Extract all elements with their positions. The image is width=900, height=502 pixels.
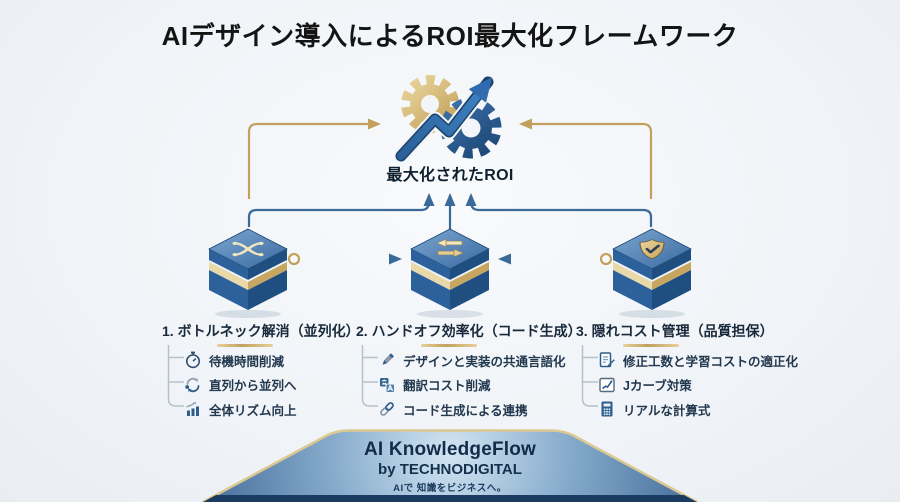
pillar-items: 待機時間削減 直列から並列へ 全体リズム向上 [162, 348, 360, 422]
swap-arrows-icon [436, 238, 464, 258]
page-title: AIデザイン導入によるROI最大化フレームワーク [161, 21, 739, 51]
pillar-bottleneck: 1. ボトルネック解消（並列化） 待機時間削減 直列から並列へ 全体リズム向上 [162, 322, 360, 422]
growth-arrow [393, 74, 496, 164]
list-item: 修正工数と学習コストの適正化 [598, 348, 798, 373]
pillar-header: 2. ハンドオフ効率化（コード生成） [356, 323, 582, 339]
list-item: デザインと実装の共通言語化 [378, 348, 582, 373]
pillar-header: 1. ボトルネック解消（並列化） [162, 323, 360, 339]
blue-arrow-left [247, 193, 435, 227]
cube-handoff [410, 228, 490, 318]
pillar-hidden-cost: 3. 隠れコスト管理（品質担保） 修正工数と学習コストの適正化 Jカーブ対策 リ… [576, 322, 798, 422]
shield-check-icon [639, 239, 665, 260]
list-item: コード生成による連携 [378, 397, 582, 422]
cube-shadow [215, 310, 281, 318]
list-item: リアルな計算式 [598, 397, 798, 422]
cube-shadow [417, 310, 483, 318]
document-edit-icon [598, 351, 616, 369]
item-label: 全体リズム向上 [209, 403, 297, 418]
item-label: 修正工数と学習コストの適正化 [623, 354, 799, 369]
footer-banner [202, 429, 698, 502]
stopwatch-icon [184, 351, 202, 369]
link-icon [378, 400, 396, 418]
gold-underline [421, 344, 477, 347]
brand-tagline: AIで 知識をビジネスへ。 [393, 483, 507, 494]
pencil-icon [378, 351, 396, 369]
item-label: 直列から並列へ [209, 379, 297, 394]
pillar-items: 修正工数と学習コストの適正化 Jカーブ対策 リアルな計算式 [576, 348, 798, 422]
item-label: コード生成による連携 [403, 403, 528, 418]
list-item: Jカーブ対策 [598, 373, 798, 398]
bar-chart-up-icon [184, 400, 202, 418]
gold-underline [623, 344, 679, 347]
pillar-header: 3. 隠れコスト管理（品質担保） [576, 323, 774, 339]
brand-name: AI KnowledgeFlow [363, 439, 537, 460]
branch-split-icon [232, 241, 264, 257]
cube-shadow [619, 310, 685, 318]
calculator-icon [598, 400, 616, 418]
pillar-items: デザインと実装の共通言語化 翻訳コスト削減 コード生成による連携 [356, 348, 582, 422]
translate-icon [378, 376, 396, 394]
banner-navy-band [203, 495, 697, 502]
item-label: Jカーブ対策 [623, 379, 692, 394]
pillar-handoff: 2. ハンドオフ効率化（コード生成） デザインと実装の共通言語化 翻訳コスト削減… [356, 322, 582, 422]
cube-quality [612, 228, 692, 318]
gold-underline [217, 344, 273, 347]
banner-shape [202, 429, 698, 502]
line-chart-icon [598, 376, 616, 394]
list-item: 直列から並列へ [184, 373, 360, 398]
gear-growth-arrow-icon [393, 74, 502, 164]
roi-label: 最大化されたROI [386, 167, 514, 184]
brand-byline: by TECHNODIGITAL [378, 461, 522, 478]
cube-bottleneck [208, 228, 288, 318]
blue-arrow-right [465, 193, 653, 227]
item-label: デザインと実装の共通言語化 [403, 354, 566, 369]
item-label: 待機時間削減 [209, 354, 285, 369]
item-label: 翻訳コスト削減 [403, 379, 491, 394]
item-label: リアルな計算式 [623, 403, 711, 418]
cycle-arrows-icon [184, 376, 202, 394]
list-item: 待機時間削減 [184, 348, 360, 373]
list-item: 全体リズム向上 [184, 397, 360, 422]
list-item: 翻訳コスト削減 [378, 373, 582, 398]
